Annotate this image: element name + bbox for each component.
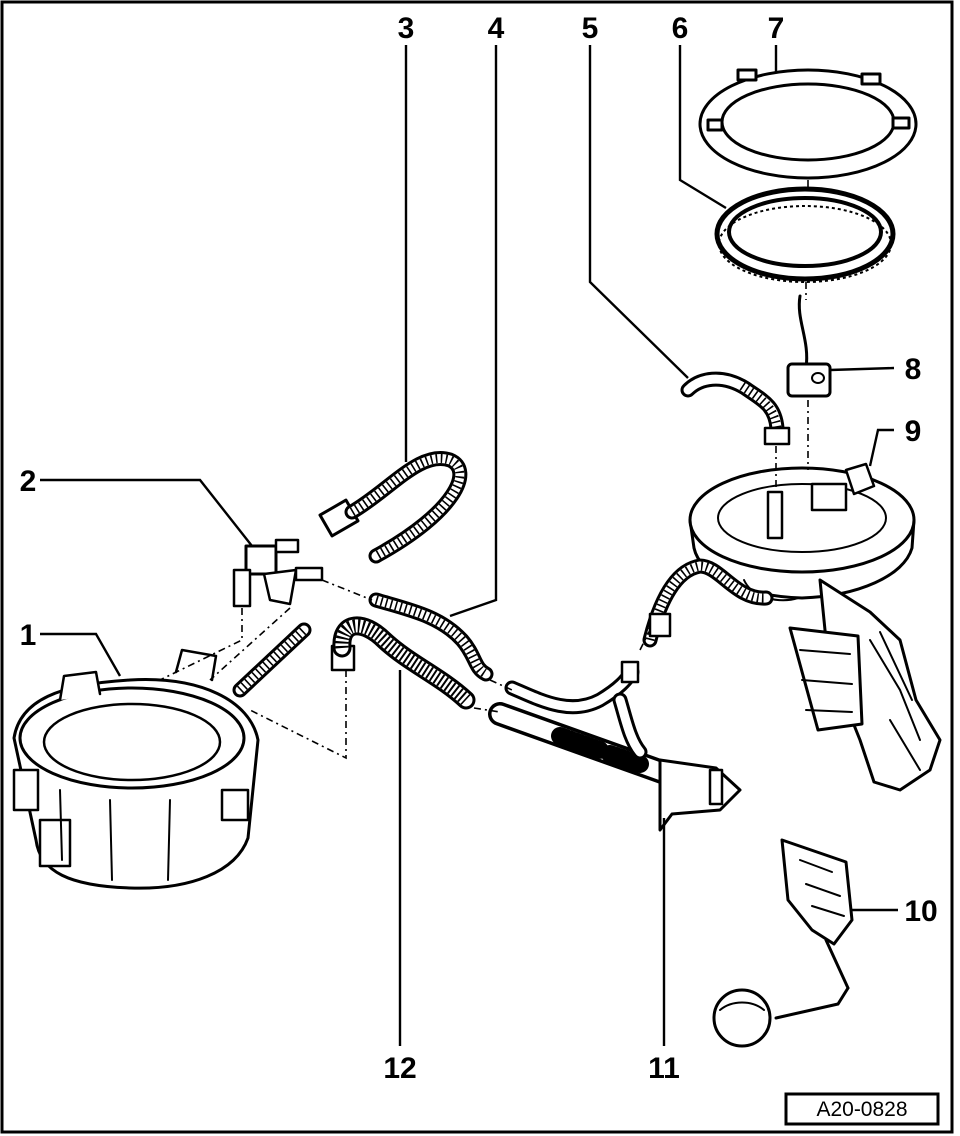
callout-3: 3: [398, 12, 415, 45]
part-8-connector: [786, 294, 832, 398]
leader-lines: [40, 45, 898, 1046]
callout-12: 12: [383, 1052, 416, 1085]
reference-code-box: A20-0828: [784, 1092, 940, 1126]
reference-code: A20-0828: [816, 1098, 907, 1121]
callout-11: 11: [648, 1052, 680, 1085]
part-6-seal-ring: [714, 186, 896, 283]
part-5-vent-hose: [680, 371, 791, 446]
part-11-fuel-line: [488, 558, 774, 832]
hose-section: [232, 622, 312, 698]
part-4-supply-hose: [368, 592, 494, 682]
part-2-valve: [232, 538, 324, 608]
callout-8: 8: [905, 353, 922, 386]
callout-numbers: 1 2 3 4 5 6 7 8 9 10 11 12: [20, 12, 938, 1085]
callout-2: 2: [20, 465, 37, 498]
part-1-baffle-housing: [12, 648, 260, 890]
callout-4: 4: [488, 12, 505, 45]
part-7-retaining-ring: [698, 68, 918, 180]
part-3-return-hose: [318, 451, 468, 564]
callout-10: 10: [904, 895, 937, 928]
callout-5: 5: [582, 12, 599, 45]
part-10-level-sender: [712, 838, 854, 1048]
callout-1: 1: [20, 619, 37, 652]
callout-9: 9: [905, 415, 922, 448]
part-12-corrugated-hose: [330, 616, 476, 710]
pump-bracket: [788, 578, 942, 792]
callout-6: 6: [672, 12, 689, 45]
callout-7: 7: [768, 12, 785, 45]
assembly-lines: [159, 180, 809, 760]
part-9-flange: [688, 462, 916, 602]
